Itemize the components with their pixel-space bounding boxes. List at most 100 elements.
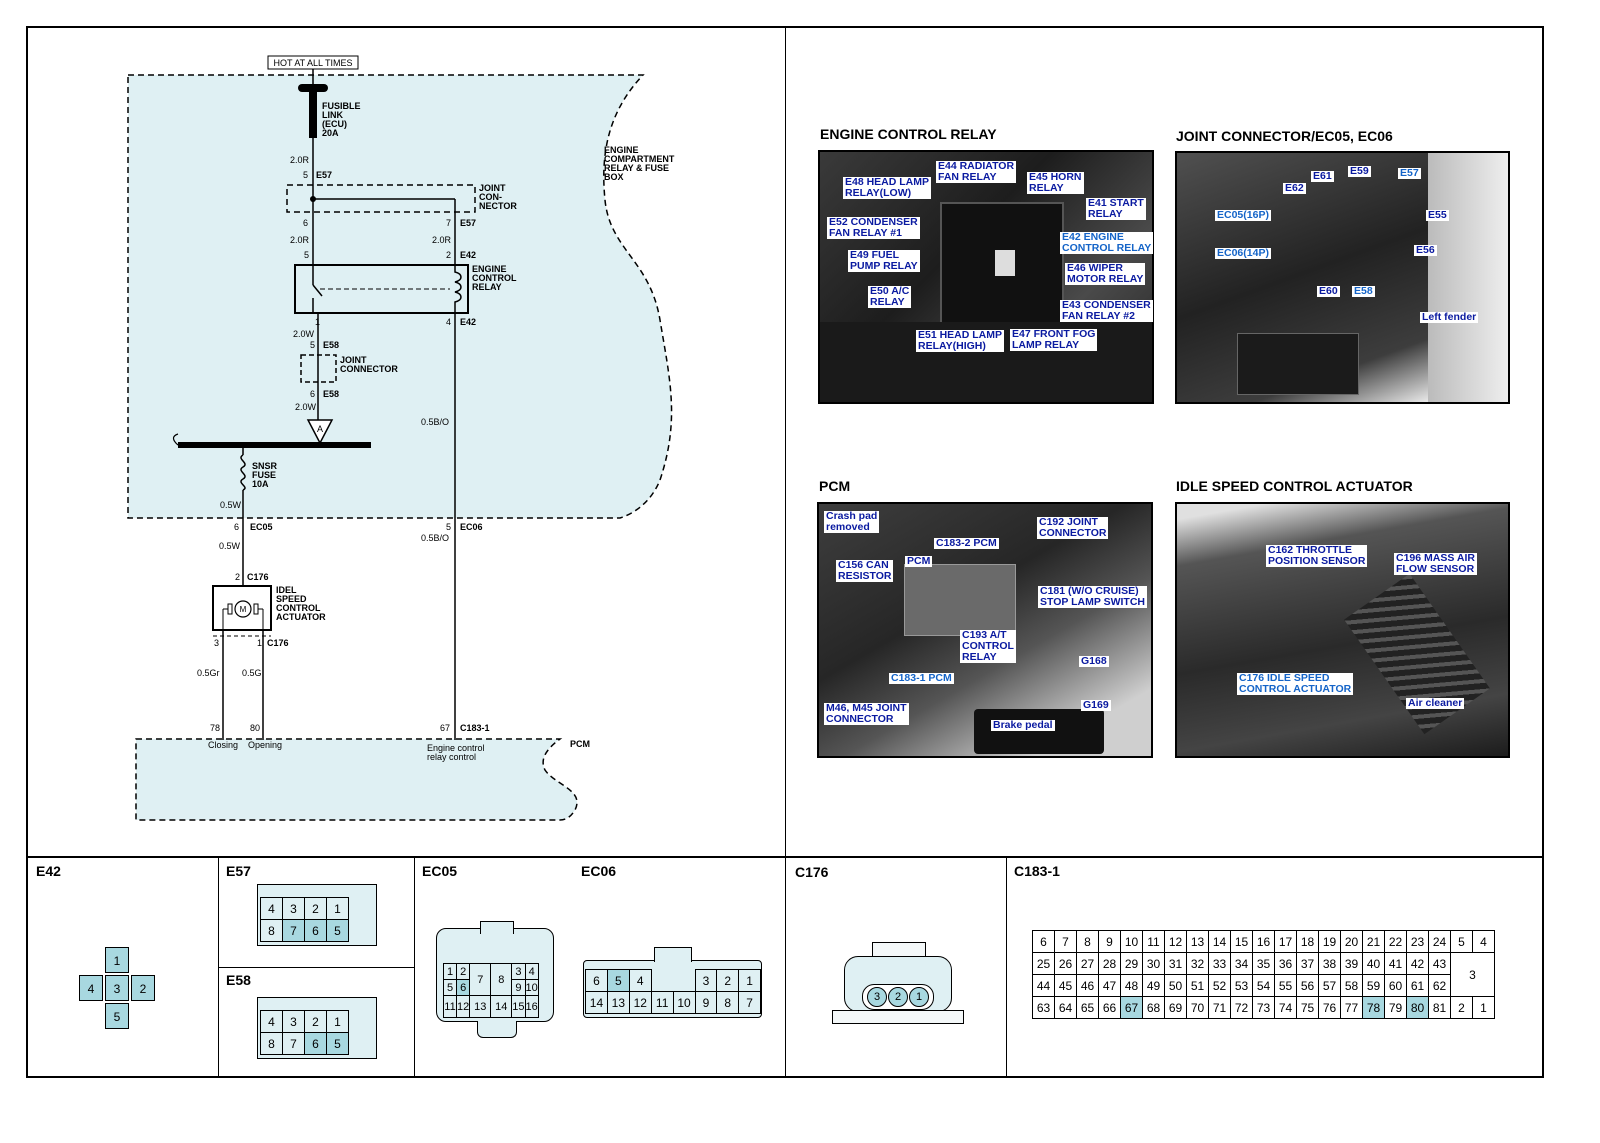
e42-pin-1: 1 [105,947,129,973]
joint-label-e59: E59 [1348,165,1371,177]
connector-ec06: 6 5 4 3 2 1 14 13 12 11 10 9 8 7 [583,947,762,1018]
c183-1-pin-55: 55 [1274,974,1297,997]
svg-text:SNSR: SNSR [252,461,278,471]
ecr-label-e42: E42 ENGINE CONTROL RELAY [1060,231,1154,254]
connector-title-c176: C176 [795,864,829,880]
divider-ec06 [785,857,786,1077]
pcm-label-c192: C192 JOINT CONNECTOR [1037,516,1109,539]
c183-1-pin-17: 17 [1274,930,1297,953]
e57-pin-3: 3 [282,897,305,920]
ec05-pin-4: 4 [524,963,539,980]
ec05-pin-13: 13 [469,995,492,1018]
pcm-label-m46: M46, M45 JOINT CONNECTOR [824,702,909,725]
c183-1-pin-5: 5 [1450,930,1473,953]
c183-1-pin-45: 45 [1054,974,1077,997]
c183-1-pin-35: 35 [1252,952,1275,975]
svg-text:C176: C176 [247,572,269,582]
e58-pin-8: 8 [260,1032,283,1055]
svg-text:2.0W: 2.0W [293,329,315,339]
connector-e42: 1 4 3 2 5 [79,947,157,1029]
ec05-pin-9: 9 [511,979,526,996]
ec05-pin-1: 1 [443,963,457,980]
ec06-pin-9: 9 [694,991,718,1014]
c176-pin-3: 3 [867,987,887,1007]
ec05-pin-5: 5 [443,979,457,996]
relay-box-region [127,74,673,519]
ec05-pin-15: 15 [511,995,526,1018]
c183-1-pin-25: 25 [1032,952,1055,975]
ecr-label-e52: E52 CONDENSER FAN RELAY #1 [827,216,920,239]
ec05-pin-8: 8 [490,963,513,996]
connector-title-e42: E42 [36,863,61,879]
svg-text:0.5W: 0.5W [220,500,242,510]
joint-label-left-fender: Left fender [1420,311,1479,323]
c183-1-pin-57: 57 [1318,974,1341,997]
svg-text:C176: C176 [267,638,289,648]
svg-text:1: 1 [257,638,262,648]
svg-text:JOINT: JOINT [479,183,506,193]
ec06-pin-13: 13 [606,991,630,1014]
joint-label-ec05: EC05(16P) [1215,209,1271,221]
e57-pin-5: 5 [326,919,349,942]
c183-1-pin-23: 23 [1406,930,1429,953]
isca-label-c176: C176 IDLE SPEED CONTROL ACTUATOR [1237,672,1354,695]
svg-text:E42: E42 [460,250,476,260]
e57-pin-4: 4 [260,897,283,920]
svg-text:0.5Gr: 0.5Gr [197,668,220,678]
svg-text:78: 78 [210,723,220,733]
ec05-pin-12: 12 [455,995,471,1018]
relay-box-label: ENGINE COMPARTMENT RELAY & FUSE BOX [604,145,675,182]
svg-text:ENGINE: ENGINE [604,145,639,155]
e58-pin-2: 2 [304,1010,327,1033]
svg-text:COMPARTMENT: COMPARTMENT [604,154,675,164]
svg-text:EC05: EC05 [250,522,273,532]
pcm-label-c183-2: C183-2 PCM [934,537,999,549]
engine-control-relay-label: ENGINE CONTROL RELAY [472,264,517,292]
c183-1-pin-29: 29 [1120,952,1143,975]
svg-text:5: 5 [304,250,309,260]
ecr-label-e51: E51 HEAD LAMP RELAY(HIGH) [916,329,1005,352]
isca-label-c196: C196 MASS AIR FLOW SENSOR [1394,552,1477,575]
e57-pin-8: 8 [260,919,283,942]
isca-label-air-cleaner: Air cleaner [1406,697,1465,709]
svg-text:FUSIBLE: FUSIBLE [322,101,361,111]
ecr-label-e43: E43 CONDENSER FAN RELAY #2 [1060,299,1153,322]
c183-1-pin-74: 74 [1274,996,1297,1019]
joint-label-e61: E61 [1311,170,1334,182]
ecr-label-e44: E44 RADIATOR FAN RELAY [936,160,1017,183]
c183-1-pin-69: 69 [1164,996,1187,1019]
pcm-label-crash-pad: Crash pad removed [824,510,880,533]
ec06-pin-8: 8 [716,991,740,1014]
snsr-fuse-label: SNSR FUSE 10A [252,461,278,489]
c183-1-pin-67: 67 [1120,996,1143,1019]
svg-text:RELAY & FUSE: RELAY & FUSE [604,163,669,173]
ecr-label-e47: E47 FRONT FOG LAMP RELAY [1010,328,1098,351]
ecr-label-e50: E50 A/C RELAY [868,285,912,308]
joint-connector-1-label: JOINT CON- NECTOR [479,183,517,211]
svg-text:2: 2 [235,572,240,582]
c183-1-pin-26: 26 [1054,952,1077,975]
svg-text:80: 80 [250,723,260,733]
ec05-pin-7: 7 [469,963,492,996]
c183-1-pin-64: 64 [1054,996,1077,1019]
ec06-pin-4: 4 [628,969,652,992]
c183-1-pin-79: 79 [1384,996,1407,1019]
c183-1-pin-6: 6 [1032,930,1055,953]
svg-text:RELAY: RELAY [472,282,502,292]
c183-1-pin-15: 15 [1230,930,1253,953]
divider-e57-e58 [219,967,414,968]
c183-1-pin-44: 44 [1032,974,1055,997]
svg-text:E57: E57 [460,218,476,228]
joint-label-ec06: EC06(14P) [1215,247,1271,259]
c183-1-pin-51: 51 [1186,974,1209,997]
svg-text:BOX: BOX [604,172,624,182]
svg-text:CONNECTOR: CONNECTOR [340,364,398,374]
pcm-label-c183-1: C183-1 PCM [889,672,954,684]
svg-text:A: A [317,424,323,434]
c183-1-pin-77: 77 [1340,996,1363,1019]
svg-text:E58: E58 [323,389,339,399]
c183-1-pin-80: 80 [1406,996,1429,1019]
svg-text:JOINT: JOINT [340,355,367,365]
svg-text:5: 5 [303,170,308,180]
svg-text:NECTOR: NECTOR [479,201,517,211]
